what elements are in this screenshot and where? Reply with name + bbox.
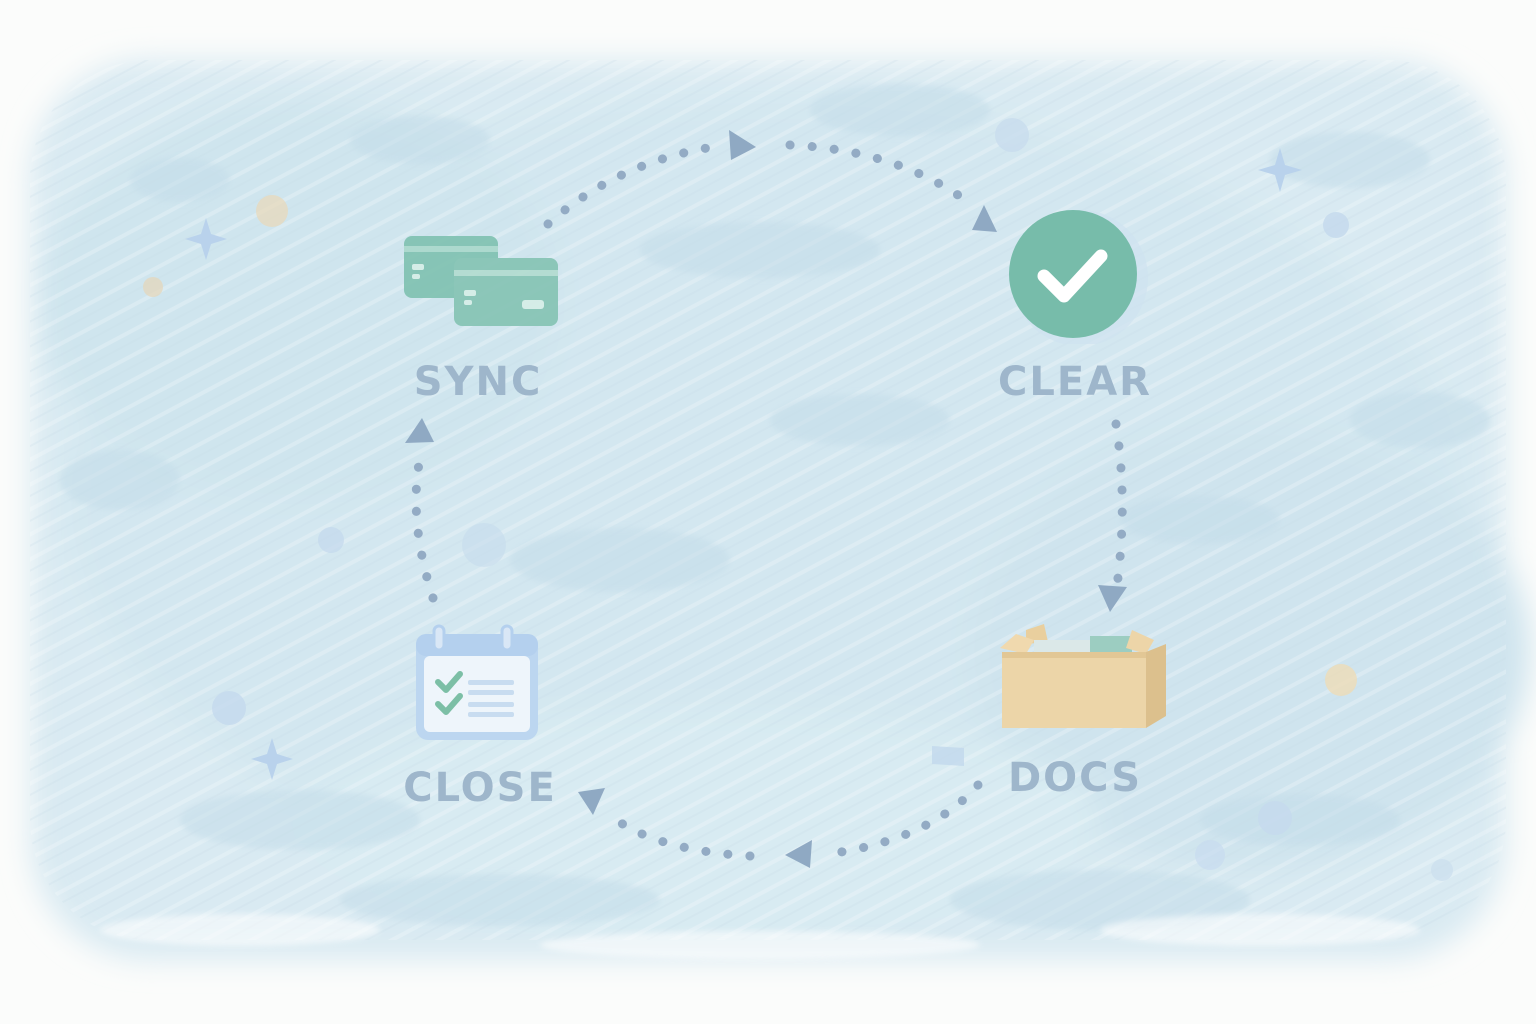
checkmark-circle-icon [1009,210,1148,344]
small-flag-icon [932,746,964,766]
step-label-close: CLOSE [403,765,557,811]
document-box-icon [1000,624,1166,728]
decorative-dots [143,118,1453,881]
arrowhead-down-right-icon [972,205,997,232]
calendar-checklist-icon [416,624,538,740]
arrowhead-right-icon [729,130,756,160]
arrowhead-down-icon [1098,585,1127,612]
arrowhead-up-icon [405,418,434,443]
arrow-sync-to-clear-part1 [543,141,725,229]
arrowhead-left-icon [785,840,812,868]
step-label-clear: CLEAR [998,359,1152,405]
step-label-sync: SYNC [413,359,543,405]
arrow-sync-to-clear-part2 [785,140,977,210]
arrow-clear-to-docs [1111,419,1127,591]
arrowhead-up-left-icon [578,788,605,815]
arrow-close-to-sync [411,453,438,603]
sparkle-icons [185,148,1302,780]
step-label-docs: DOCS [1007,755,1143,801]
credit-cards-icon [404,236,558,326]
arrow-docs-to-close-part2 [601,807,755,861]
